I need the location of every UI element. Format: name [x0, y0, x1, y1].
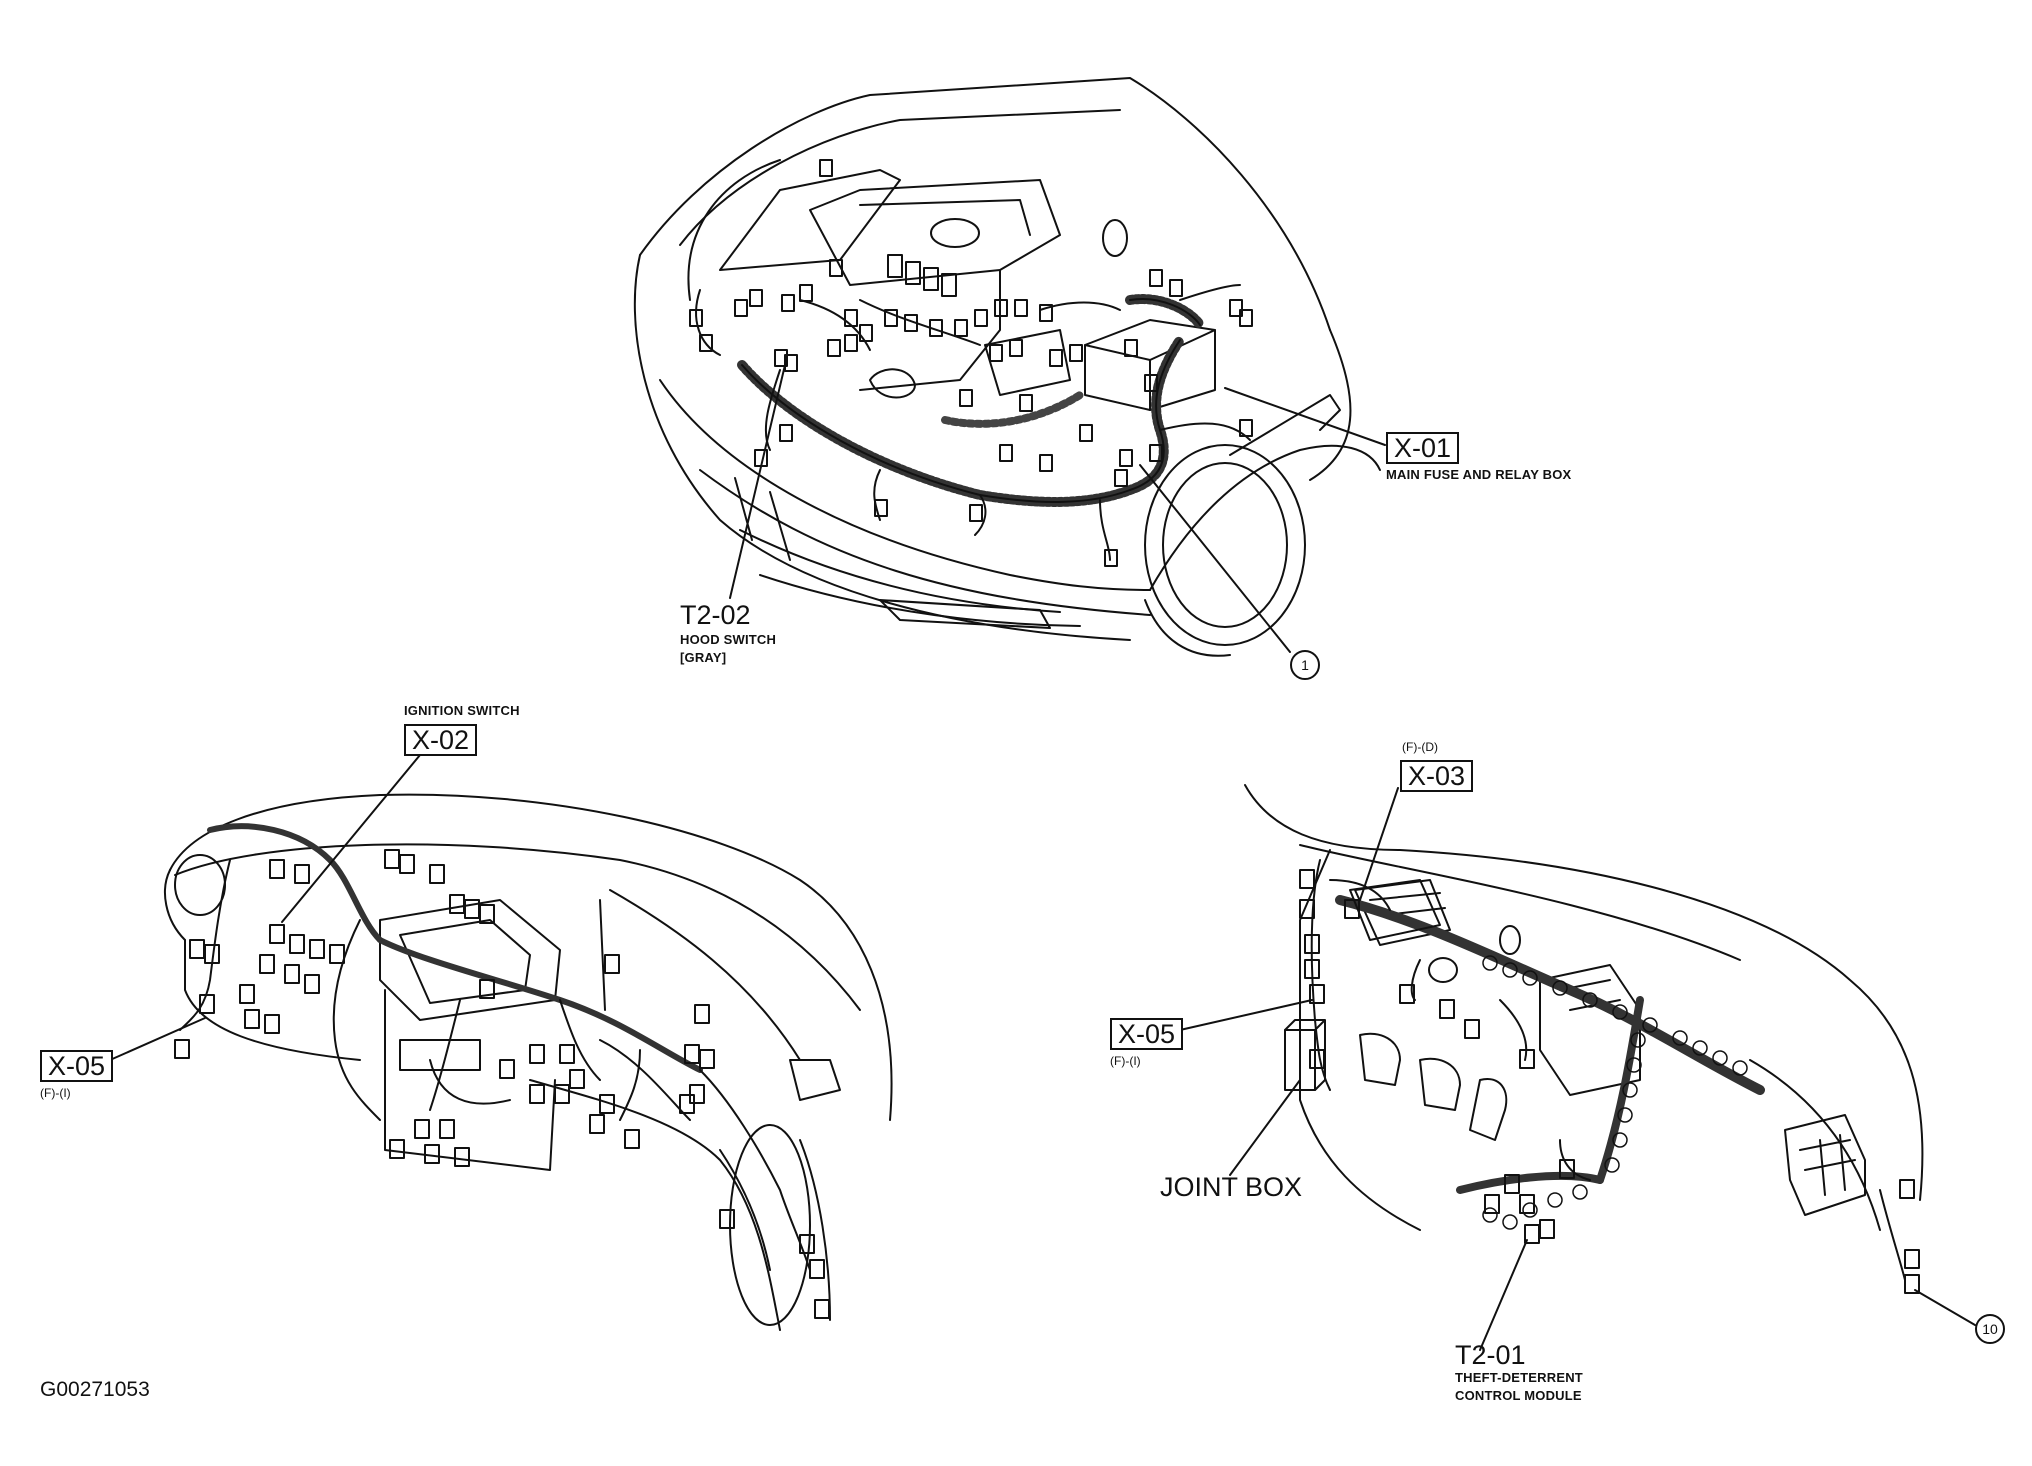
callout-x03-code: X-03 [1400, 760, 1474, 792]
callout-x05-right-code: X-05 [1110, 1018, 1184, 1050]
callout-x03-sub: (F)-(D) [1402, 740, 1438, 754]
leader-x02 [281, 754, 421, 923]
callout-x01-desc: MAIN FUSE AND RELAY BOX [1386, 467, 1572, 482]
callout-x05-left-code: X-05 [40, 1050, 114, 1082]
callout-t201-code: T2-01 [1455, 1340, 1526, 1370]
leader-x01 [1224, 387, 1386, 446]
callout-x05-left-sub: (F)-(I) [40, 1086, 71, 1100]
engine-bay-illustration [633, 77, 1386, 657]
callout-t202-desc2: [GRAY] [680, 650, 727, 665]
callout-ignition-switch-label: IGNITION SWITCH [404, 703, 520, 718]
leader-x03 [1359, 787, 1399, 901]
callout-x01-code: X-01 [1386, 432, 1460, 464]
callout-circle-1: 1 [1290, 650, 1320, 680]
leader-joint-box [1229, 1079, 1301, 1176]
callout-t202-desc1: HOOD SWITCH [680, 632, 777, 647]
leader-x05-right [1179, 999, 1313, 1031]
dashboard-left-illustration [109, 754, 893, 1331]
dashboard-right-illustration [1179, 784, 1976, 1351]
callout-x05-right-sub: (F)-(I) [1110, 1054, 1141, 1068]
callout-t201-desc2: CONTROL MODULE [1455, 1388, 1582, 1403]
leader-t202 [729, 364, 786, 599]
leader-circle10 [1914, 1289, 1976, 1326]
leader-t201 [1479, 1239, 1528, 1351]
callout-joint-box: JOINT BOX [1160, 1172, 1303, 1202]
callout-x02-code: X-02 [404, 724, 478, 756]
callout-circle-10: 10 [1975, 1314, 2005, 1344]
callout-t202-code: T2-02 [680, 600, 751, 630]
callout-t201-desc1: THEFT-DETERRENT [1455, 1370, 1583, 1385]
leader-circle1 [1139, 464, 1291, 653]
figure-reference-id: G00271053 [40, 1378, 150, 1401]
leader-x05-left [109, 1017, 206, 1061]
